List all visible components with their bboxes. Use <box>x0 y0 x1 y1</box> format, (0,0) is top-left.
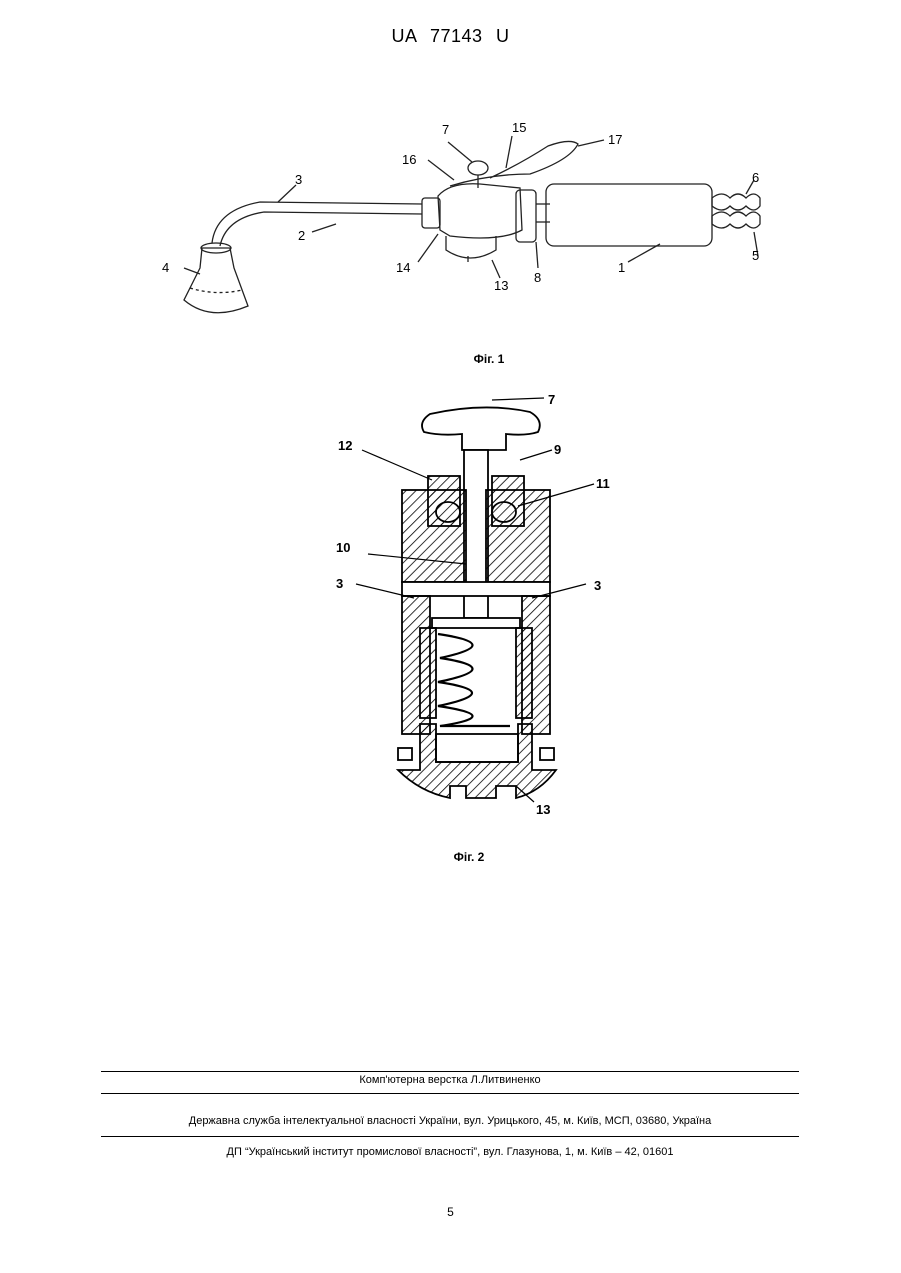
fig1-label-16: 16 <box>402 152 416 167</box>
figure-1-caption: Фіг. 1 <box>389 352 589 366</box>
fig2-label-11: 11 <box>596 476 610 491</box>
fig1-label-7: 7 <box>442 122 449 137</box>
fig2-label-10: 10 <box>336 540 350 555</box>
fig1-handle-1 <box>546 184 712 246</box>
fig1-label-3: 3 <box>295 172 302 187</box>
fig1-label-4: 4 <box>162 260 169 275</box>
figure-1-svg: 3 2 4 14 7 16 15 17 6 5 8 13 1 <box>150 110 790 330</box>
fig1-label-14: 14 <box>396 260 410 275</box>
footer-rule-3 <box>101 1136 799 1137</box>
footer-rule-2 <box>101 1093 799 1094</box>
fig1-flask <box>184 248 248 313</box>
fig1-connector-6 <box>712 194 760 210</box>
fig1-ring-8 <box>516 190 536 242</box>
fig1-tube-3 <box>212 202 422 243</box>
fig2-label-13: 13 <box>536 802 550 817</box>
figure-2-drawing: 7 9 12 11 10 3 3 13 <box>320 388 620 828</box>
fig1-cap-13 <box>446 236 496 258</box>
fig2-label-12: 12 <box>338 438 352 453</box>
fig1-label-5: 5 <box>752 248 759 263</box>
institute-address: ДП “Український інститут промислової вла… <box>101 1146 799 1158</box>
fig2-seat-plate <box>432 618 520 628</box>
fig1-collar <box>422 198 440 228</box>
fig2-label-7: 7 <box>548 392 555 407</box>
fig1-valve-body <box>438 184 522 238</box>
fig1-label-8: 8 <box>534 270 541 285</box>
fig2-knob-7 <box>422 407 540 450</box>
fig2-label-9: 9 <box>554 442 561 457</box>
figure-2-caption: Фіг. 2 <box>369 850 569 864</box>
footer-rule-1 <box>101 1071 799 1072</box>
fig1-label-1: 1 <box>618 260 625 275</box>
fig1-label-15: 15 <box>512 120 526 135</box>
fig1-label-17: 17 <box>608 132 622 147</box>
layout-credit: Комп'ютерна верстка Л.Литвиненко <box>101 1074 799 1086</box>
fig1-connector-5 <box>712 212 760 228</box>
fig2-plunger <box>436 734 518 762</box>
fig2-upper-body-left <box>402 490 466 582</box>
figure-2-svg: 7 9 12 11 10 3 3 13 <box>320 388 620 828</box>
page-number: 5 <box>0 1205 901 1219</box>
document-number: UA 77143 U <box>0 26 901 47</box>
fig1-label-13: 13 <box>494 278 508 293</box>
fig2-channel-3 <box>402 582 550 596</box>
fig2-label-3-left: 3 <box>336 576 343 591</box>
figure-1-drawing: 3 2 4 14 7 16 15 17 6 5 8 13 1 <box>150 110 790 330</box>
fig1-label-2: 2 <box>298 228 305 243</box>
fig1-button-7 <box>468 161 488 175</box>
ip-service-address: Державна служба інтелектуальної власност… <box>101 1115 799 1127</box>
fig2-label-3-right: 3 <box>594 578 601 593</box>
fig2-spring <box>438 634 510 726</box>
fig2-upper-body-right <box>486 490 550 582</box>
fig1-label-6: 6 <box>752 170 759 185</box>
